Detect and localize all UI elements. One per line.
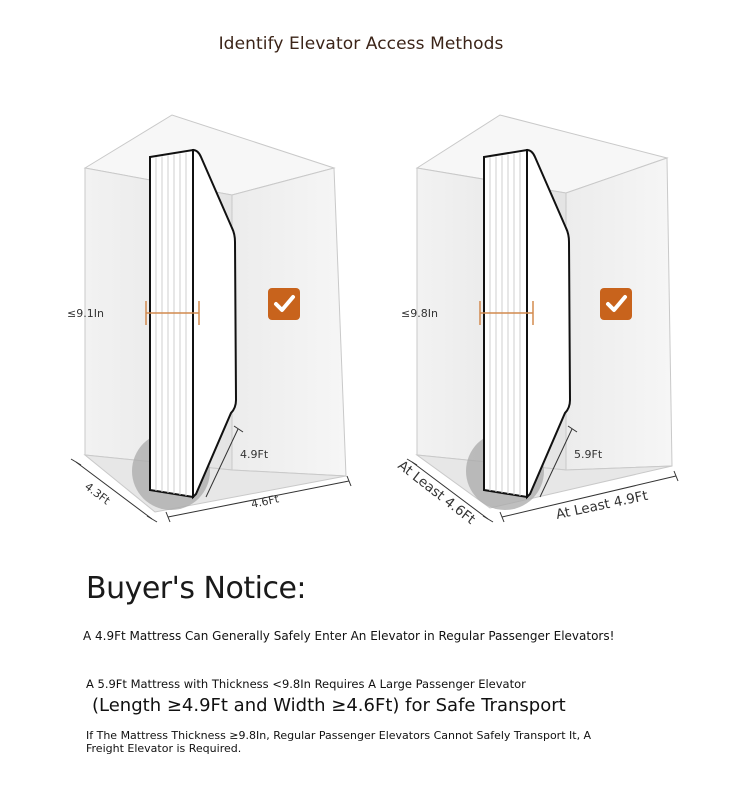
notice-line-1: A 4.9Ft Mattress Can Generally Safely En… xyxy=(83,629,615,643)
depth-label-1: 4.3Ft xyxy=(82,480,113,508)
elevator-panel-2: ≤9.8In 5.9Ft At Least 4.6Ft At Least 4.9… xyxy=(395,114,679,528)
thickness-label-1: ≤9.1In xyxy=(67,307,104,320)
mattress-2 xyxy=(483,148,572,500)
notice-line-4: If The Mattress Thickness ≥9.8In, Regula… xyxy=(86,729,592,755)
floor-dimensions-1 xyxy=(70,458,352,523)
checkmark-badge-icon xyxy=(268,288,300,320)
mattress-width-dimension-2 xyxy=(539,425,578,498)
thickness-measure-2 xyxy=(479,301,534,325)
mattress-width-label-2: 5.9Ft xyxy=(574,448,603,461)
notice-line-2: A 5.9Ft Mattress with Thickness <9.8In R… xyxy=(86,677,526,691)
mattress-width-label-1: 4.9Ft xyxy=(240,448,269,461)
notice-heading: Buyer's Notice: xyxy=(86,571,307,606)
page-title: Identify Elevator Access Methods xyxy=(218,34,504,54)
mattress-width-dimension-1 xyxy=(205,425,244,498)
thickness-measure-1 xyxy=(145,301,200,325)
checkmark-badge-icon xyxy=(600,288,632,320)
floor-dimensions-2 xyxy=(406,458,679,523)
elevator-panel-1: ≤9.1In 4.9Ft 4.3Ft 4.6Ft xyxy=(67,114,352,523)
elevator-illustrations: ≤9.1In 4.9Ft 4.3Ft 4.6Ft xyxy=(67,114,679,528)
thickness-label-2: ≤9.8In xyxy=(401,307,438,320)
notice-line-3: (Length ≥4.9Ft and Width ≥4.6Ft) for Saf… xyxy=(92,695,566,716)
width-label-1: 4.6Ft xyxy=(250,492,281,511)
mattress-1 xyxy=(149,148,238,500)
